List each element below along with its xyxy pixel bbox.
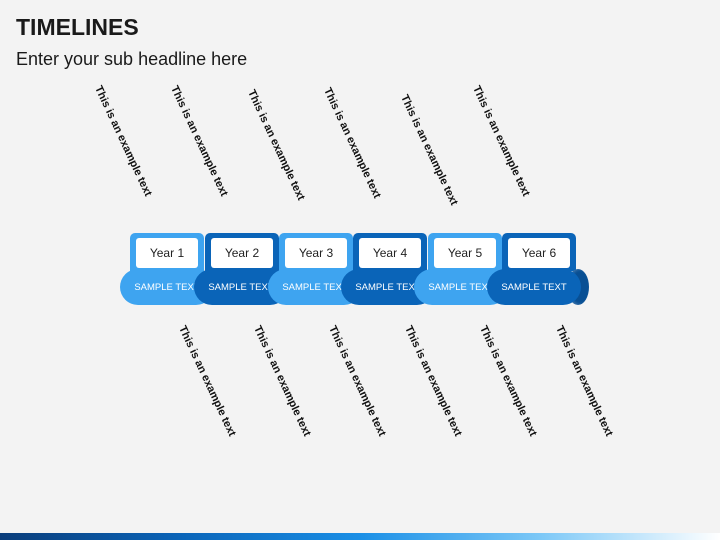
year-label-3: Year 3 — [285, 238, 347, 268]
top-note-4: This is an example text — [321, 86, 383, 201]
timeline-segment-6: SAMPLE TEXT — [487, 269, 581, 305]
year-tab-2: Year 2 — [205, 233, 279, 271]
year-tab-4: Year 4 — [353, 233, 427, 271]
top-note-5: This is an example text — [398, 93, 460, 208]
year-label-5: Year 5 — [434, 238, 496, 268]
top-note-2: This is an example text — [168, 84, 230, 199]
year-label-1: Year 1 — [136, 238, 198, 268]
top-note-3: This is an example text — [245, 88, 307, 203]
year-tab-1: Year 1 — [130, 233, 204, 271]
slide-subtitle: Enter your sub headline here — [16, 49, 248, 69]
year-tab-6: Year 6 — [502, 233, 576, 271]
year-label-2: Year 2 — [211, 238, 273, 268]
bottom-note-3: This is an example text — [326, 324, 388, 439]
bottom-note-4: This is an example text — [402, 324, 464, 439]
slide-title: TIMELINES — [16, 14, 139, 40]
year-tab-3: Year 3 — [279, 233, 353, 271]
top-note-1: This is an example text — [92, 84, 154, 199]
year-label-6: Year 6 — [508, 238, 570, 268]
year-tab-5: Year 5 — [428, 233, 502, 271]
footer-gradient-bar — [0, 533, 720, 540]
bottom-note-5: This is an example text — [477, 324, 539, 439]
bottom-note-2: This is an example text — [251, 324, 313, 439]
bottom-note-6: This is an example text — [553, 324, 615, 439]
top-note-6: This is an example text — [470, 84, 532, 199]
bottom-note-1: This is an example text — [176, 324, 238, 439]
year-label-4: Year 4 — [359, 238, 421, 268]
